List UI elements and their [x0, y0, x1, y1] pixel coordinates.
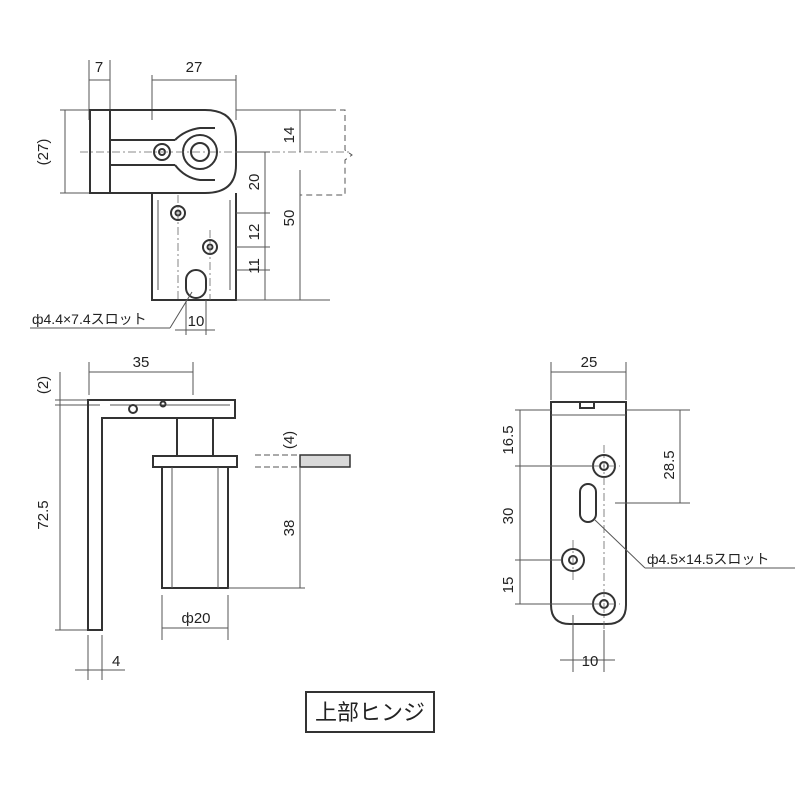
dim-4-paren: (4) [281, 431, 298, 449]
dim-16-5: 16.5 [500, 425, 517, 454]
dim-72-5: 72.5 [35, 500, 52, 529]
dim-14: 14 [281, 127, 298, 144]
dim-15: 15 [500, 577, 517, 594]
l-bracket [87, 399, 236, 631]
hinge-stem [176, 417, 214, 457]
dim-10-slot: 10 [188, 313, 205, 330]
dim-27-height: (27) [35, 139, 52, 166]
slot-note-top: ф4.4×7.4スロット [32, 311, 147, 327]
dim-38: 38 [281, 520, 298, 537]
dim-25: 25 [581, 354, 598, 371]
dim-20: 20 [246, 174, 263, 191]
dim-dia-20: ф20 [181, 610, 210, 627]
dim-11: 11 [246, 258, 263, 274]
dim-2: (2) [35, 376, 52, 394]
dim-12: 12 [246, 224, 263, 241]
front-plate [550, 401, 627, 625]
drawing-title: 上部ヒンジ [315, 701, 425, 726]
dim-27-width: 27 [186, 59, 203, 76]
dim-50: 50 [281, 210, 298, 227]
dim-4: 4 [112, 653, 120, 670]
dim-28-5: 28.5 [661, 450, 678, 479]
dim-35: 35 [133, 354, 150, 371]
hinge-flange [152, 455, 238, 468]
front-view: 25 16.5 30 15 28.5 10 ф4.5×14.5スロット [500, 354, 795, 672]
hinge-mount-plate [151, 193, 237, 301]
hinge-cylinder [161, 466, 229, 589]
hinge-top-body [89, 109, 111, 194]
front-slot [579, 483, 597, 523]
slot-hole [185, 269, 207, 299]
dim-30: 30 [500, 508, 517, 525]
dim-7: 7 [95, 59, 103, 76]
title-box: 上部ヒンジ [305, 691, 435, 733]
top-tab [579, 401, 595, 409]
top-view: 7 27 (27) 14 20 50 12 11 10 ф4.4×7.4スロット [30, 59, 353, 335]
dim-10-front: 10 [582, 653, 599, 670]
side-view: 35 (2) 72.5 (4) 38 ф20 4 [35, 354, 351, 680]
slot-note-front: ф4.5×14.5スロット [647, 551, 769, 567]
